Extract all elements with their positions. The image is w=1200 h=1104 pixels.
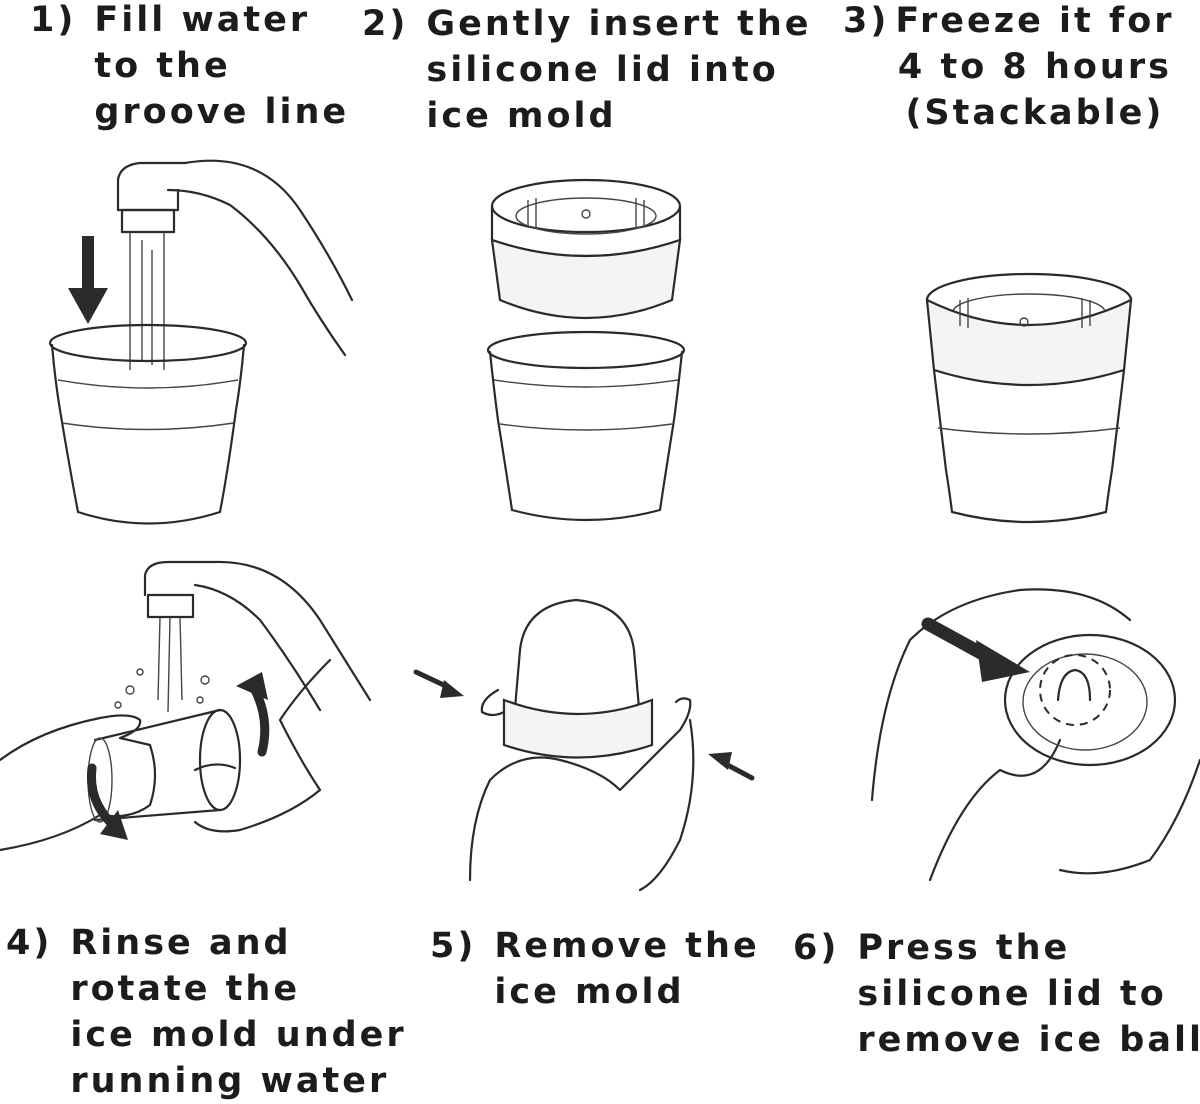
step-2-caption: 2) Gently insert the silicone lid into i… xyxy=(362,1,812,139)
step-text-line: ice mold under xyxy=(70,1015,407,1055)
step-3-caption: 3) Freeze it for 4 to 8 hours (Stackable… xyxy=(843,0,1175,136)
silicone-lid-icon xyxy=(490,178,682,320)
step-text-line: running water xyxy=(70,1061,390,1101)
hand-icon xyxy=(0,658,332,852)
step-text-line: Freeze it for xyxy=(895,1,1175,41)
panel-1-fill-water xyxy=(48,159,354,525)
step-number: 4) xyxy=(6,923,53,963)
step-text-line: Press the xyxy=(857,928,1071,968)
rotate-arrow-icon xyxy=(86,672,270,840)
step-text-line: Fill water xyxy=(94,0,311,40)
silicone-lid-icon xyxy=(925,272,1133,387)
ice-ball-icon xyxy=(502,598,654,759)
faucet-icon xyxy=(143,560,372,712)
step-5-caption: 5) Remove the ice mold xyxy=(430,923,760,1015)
step-text-line: ice mold xyxy=(426,96,617,136)
panel-4-rinse-rotate xyxy=(0,560,372,852)
step-1-caption: 1) Fill water to the groove line xyxy=(30,0,349,135)
cup-icon xyxy=(486,330,686,522)
step-text-line: Gently insert the xyxy=(426,4,812,44)
step-text-line: remove ice ball xyxy=(857,1020,1200,1060)
silicone-lid-icon xyxy=(1003,633,1177,767)
step-number: 3) xyxy=(843,1,890,41)
panel-6-press-lid xyxy=(870,588,1200,882)
panel-3-freeze xyxy=(925,272,1133,524)
hand-icon xyxy=(870,588,1200,882)
down-arrow-icon xyxy=(68,236,108,324)
step-number: 1) xyxy=(30,0,77,40)
faucet-icon xyxy=(116,159,354,357)
step-text-line: Rinse and xyxy=(70,923,292,963)
step-number: 6) xyxy=(793,928,840,968)
cup-icon xyxy=(932,368,1126,524)
water-stream xyxy=(114,616,210,713)
step-text-line: (Stackable) xyxy=(905,93,1165,133)
hand-icon xyxy=(468,688,695,892)
step-text-line: silicone lid to xyxy=(857,974,1167,1014)
step-number: 5) xyxy=(430,926,477,966)
cup-icon xyxy=(48,323,248,525)
step-text-line: rotate the xyxy=(70,969,301,1009)
water-stream xyxy=(129,232,165,370)
panel-5-remove-mold xyxy=(413,598,755,892)
step-text-line: groove line xyxy=(94,92,350,132)
step-6-caption: 6) Press the silicone lid to remove ice … xyxy=(793,925,1200,1063)
step-4-caption: 4) Rinse and rotate the ice mold under r… xyxy=(6,920,407,1104)
step-number: 2) xyxy=(362,4,409,44)
cup-icon xyxy=(87,708,242,823)
step-text-line: Remove the xyxy=(494,926,760,966)
step-text-line: 4 to 8 hours xyxy=(897,47,1172,87)
step-text-line: to the xyxy=(94,46,231,86)
press-arrow-icon xyxy=(921,617,1030,682)
press-arrow-icon xyxy=(413,669,755,781)
panel-2-insert-lid xyxy=(486,178,686,522)
step-text-line: ice mold xyxy=(494,972,685,1012)
step-text-line: silicone lid into xyxy=(426,50,779,90)
